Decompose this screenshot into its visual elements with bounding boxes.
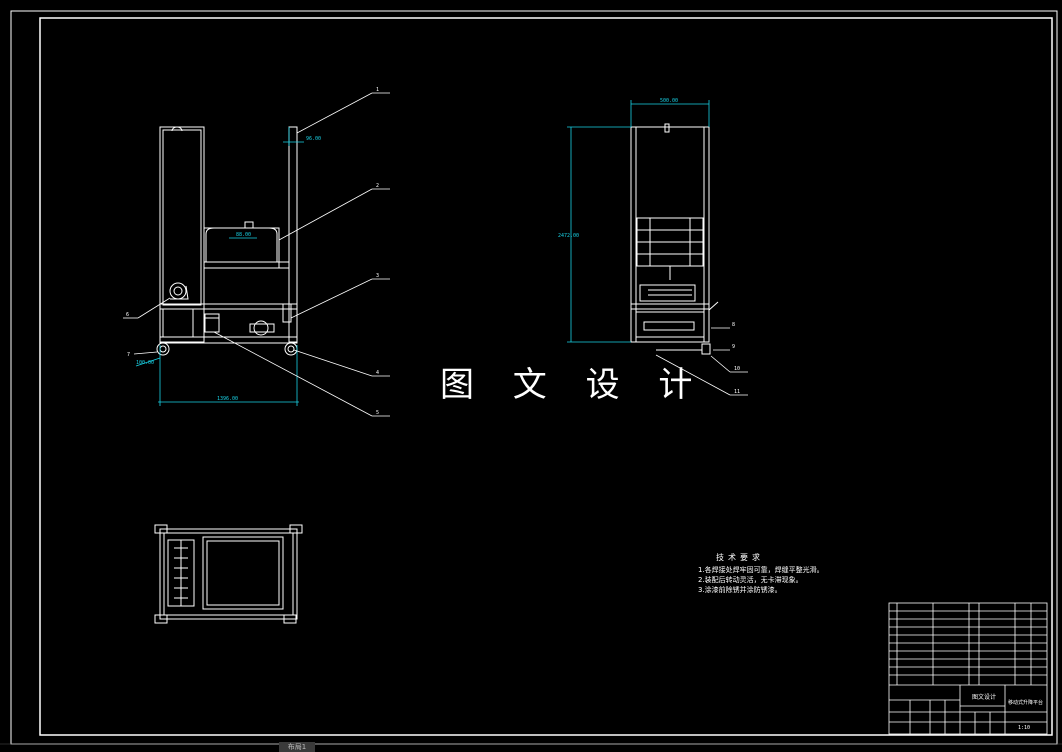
dim-side-height: 2472.00 <box>558 233 579 239</box>
title-block-drawing-name: 移动式升降平台 <box>1008 699 1043 706</box>
balloon-10: 10 <box>734 366 740 372</box>
inner-frame <box>39 17 1053 736</box>
title-block <box>888 602 1048 735</box>
top-view <box>154 524 303 624</box>
notes-item-1: 1.各焊接处焊牢固可靠，焊缝平整光滑。 <box>698 566 824 574</box>
balloon-4: 4 <box>376 370 379 376</box>
balloon-9: 9 <box>732 344 735 350</box>
balloon-11: 11 <box>734 389 740 395</box>
balloon-1: 1 <box>376 87 379 93</box>
side-view <box>630 123 719 355</box>
side-view-balloons: 8 9 10 11 <box>732 322 740 395</box>
front-view-dimension-text: 96.00 88.00 100.00 1396.00 <box>136 136 321 402</box>
dim-handle-width: 88.00 <box>236 232 251 238</box>
layout-tab[interactable]: 布局1 <box>279 742 315 752</box>
notes-title: 技术要求 <box>716 553 764 562</box>
technical-notes: 技术要求 1.各焊接处焊牢固可靠，焊缝平整光滑。 2.装配后转动灵活，无卡滞现象… <box>698 553 824 595</box>
dim-top-offset: 96.00 <box>306 136 321 142</box>
title-block-scale: 1:10 <box>1018 725 1030 731</box>
side-view-dimension-text: 500.00 2472.00 <box>558 98 678 239</box>
watermark-text: 图 文 设 计 <box>440 365 707 405</box>
side-view-leaders <box>655 327 748 396</box>
front-view-balloons: 1 2 3 4 5 6 7 <box>126 87 379 416</box>
title-block-company: 图文设计 <box>972 693 996 701</box>
balloon-5: 5 <box>376 410 379 416</box>
dim-side-width: 500.00 <box>660 98 678 104</box>
balloon-8: 8 <box>732 322 735 328</box>
front-view <box>156 126 298 356</box>
notes-item-2: 2.装配后转动灵活，无卡滞现象。 <box>698 576 803 584</box>
dim-wheel-diameter: 100.00 <box>136 360 154 366</box>
balloon-6: 6 <box>126 312 129 318</box>
title-block-text: 图文设计 移动式升降平台 1:10 <box>972 693 1043 731</box>
notes-item-3: 3.涂漆前除锈并涂防锈漆。 <box>698 586 782 594</box>
balloon-7: 7 <box>127 352 130 358</box>
balloon-3: 3 <box>376 273 379 279</box>
front-view-leaders <box>123 92 390 417</box>
dim-overall-width: 1396.00 <box>217 396 238 402</box>
side-view-dimensions <box>567 100 710 343</box>
front-view-dimensions <box>135 127 304 406</box>
balloon-2: 2 <box>376 183 379 189</box>
